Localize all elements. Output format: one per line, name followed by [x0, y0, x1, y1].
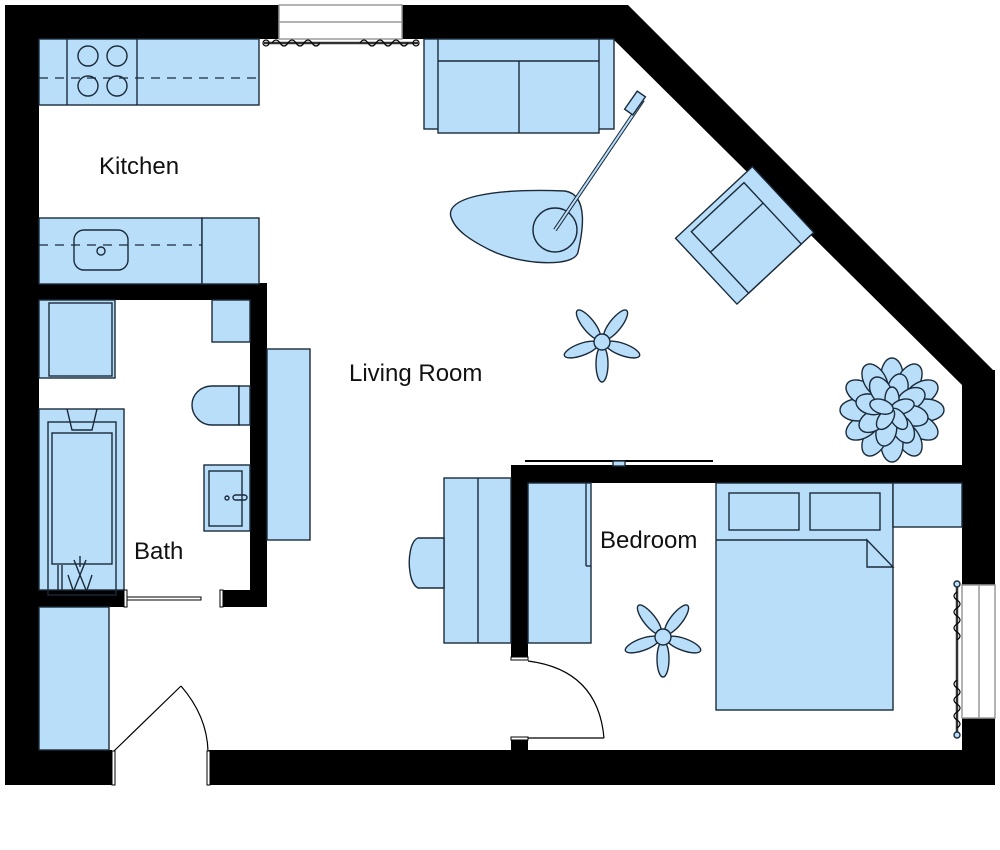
double-bed-icon [715, 482, 895, 711]
toilet-icon [191, 385, 251, 426]
bedroom-door [510, 656, 605, 741]
room-label-bath: Bath [134, 538, 183, 565]
stove-icon [77, 45, 128, 97]
room-label-bedroom: Bedroom [600, 527, 697, 554]
sofa-icon [423, 38, 615, 134]
desk-chair-icon [408, 537, 445, 589]
curtain-rod-right [953, 580, 961, 739]
entry-door [111, 685, 211, 786]
right-window [961, 584, 996, 719]
top-window [278, 4, 403, 40]
wardrobe [527, 482, 592, 644]
closet [38, 606, 110, 751]
ceiling-fan-icon [624, 604, 702, 678]
walls [5, 5, 995, 785]
nightstand [892, 482, 963, 528]
floor-lamp-icon [449, 90, 647, 264]
bath-sink-icon [203, 464, 251, 532]
plant-icon [839, 357, 945, 463]
washer [38, 299, 116, 379]
curtain-rod-top [262, 39, 420, 47]
tv-stand [266, 348, 311, 541]
kitchen-top-counter [38, 38, 260, 106]
desk [443, 477, 512, 644]
bathtub-icon [38, 408, 125, 596]
room-label-living-room: Living Room [349, 360, 482, 387]
kitchen-bottom-counter [38, 217, 260, 285]
bath-cabinet [211, 299, 251, 343]
bath-sliding-door [123, 589, 224, 608]
armchair-icon [674, 165, 815, 306]
kitchen-sink-icon [73, 229, 129, 271]
wall-shelf [525, 460, 713, 467]
ceiling-fan-icon [563, 309, 641, 383]
room-label-kitchen: Kitchen [99, 153, 179, 180]
